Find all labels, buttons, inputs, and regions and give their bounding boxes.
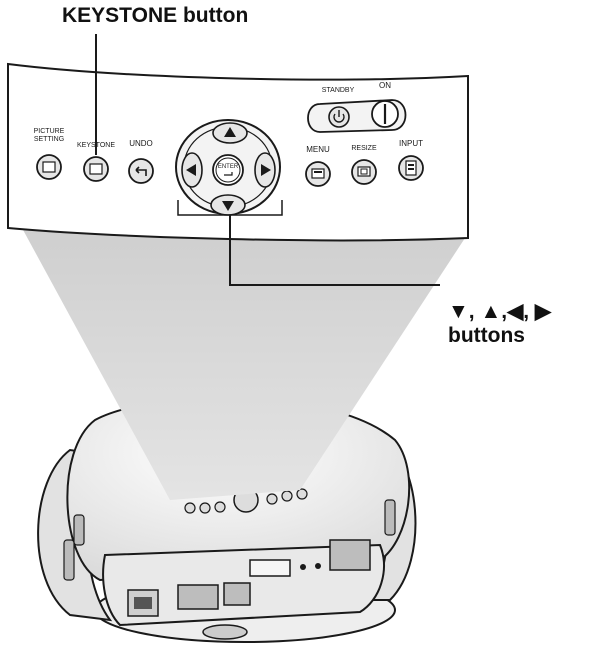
enter-icon	[224, 172, 233, 176]
power-icon	[333, 110, 345, 123]
rear-port-block-2	[223, 582, 251, 606]
standby-label: STANDBY	[322, 87, 355, 94]
keystone-icon	[89, 163, 103, 175]
undo-icon	[136, 169, 147, 176]
picture-setting-icon	[42, 161, 56, 173]
menu-button[interactable]	[305, 161, 331, 187]
down-button[interactable]	[210, 194, 246, 216]
enter-button[interactable]: ENTER	[212, 154, 244, 186]
rear-label-window	[249, 559, 291, 577]
up-button[interactable]	[212, 122, 248, 144]
rear-port-block-1	[177, 584, 219, 610]
arrow-buttons-callout: ▼, ▲,◀, ▶ buttons	[448, 300, 551, 348]
left-button[interactable]	[181, 152, 203, 188]
picture-setting-button[interactable]	[36, 154, 62, 180]
rear-port-block-3	[329, 539, 371, 571]
on-button[interactable]	[371, 100, 399, 128]
resize-button[interactable]	[351, 159, 377, 185]
control-panel: PICTURE SETTING KEYSTONE UNDO	[7, 62, 469, 242]
resize-icon	[357, 166, 371, 177]
picture-setting-label-1: PICTURE	[34, 128, 65, 135]
arrow-buttons-callout-word: buttons	[448, 324, 525, 348]
arrow-down-icon	[222, 201, 234, 211]
keystone-callout: KEYSTONE button	[62, 4, 249, 27]
right-button[interactable]	[254, 152, 276, 188]
arrow-right-icon	[261, 164, 271, 176]
menu-icon	[311, 168, 325, 179]
resize-label: RESIZE	[351, 145, 377, 152]
arrow-left-icon	[186, 164, 196, 176]
on-label: ON	[379, 81, 391, 90]
arrow-buttons-callout-symbols: ▼, ▲,◀, ▶	[448, 300, 552, 323]
picture-setting-label-2: SETTING	[34, 136, 64, 143]
standby-button[interactable]	[328, 106, 350, 128]
input-button[interactable]	[398, 155, 424, 181]
input-label: INPUT	[399, 139, 423, 148]
arrows-leader-line	[229, 215, 440, 286]
zoom-beam	[22, 228, 465, 500]
projector-foot	[202, 624, 248, 640]
arrow-up-icon	[224, 127, 236, 137]
undo-label: UNDO	[129, 139, 153, 148]
enter-label: ENTER	[218, 164, 239, 170]
keystone-button[interactable]	[83, 156, 109, 182]
menu-label: MENU	[306, 145, 330, 154]
undo-button[interactable]	[128, 158, 154, 184]
